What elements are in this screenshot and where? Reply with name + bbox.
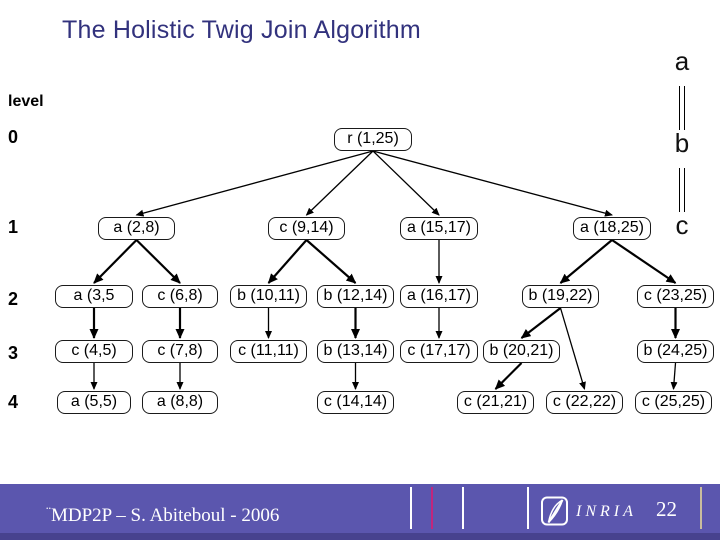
level-axis-label: level (8, 93, 44, 110)
tree-node-a1617: a (16,17) (400, 285, 478, 308)
footer-credit: ¨MDP2P – S. Abiteboul - 2006 (46, 505, 279, 527)
tree-node-c45: c (4,5) (55, 340, 133, 363)
level-tick-1: 1 (8, 217, 19, 237)
tree-edge-b2425-c2525 (670, 362, 678, 390)
level-tick-3: 3 (8, 343, 19, 363)
inria-logo-icon (540, 495, 570, 532)
tree-edge-a1825-b1922 (559, 239, 613, 284)
footer-divider-4 (700, 487, 702, 529)
tree-edge-b1922-c2222 (559, 307, 586, 390)
inria-wordmark: INRIA (576, 503, 637, 520)
tree-node-c2525: c (25,25) (635, 391, 712, 414)
footer-bar-shadow (0, 533, 720, 540)
tree-node-c1717: c (17,17) (400, 340, 478, 363)
page-number: 22 (656, 497, 677, 521)
tree-node-a88: a (8,8) (142, 391, 218, 414)
tree-node-b2425: b (24,25) (637, 340, 714, 363)
query-node-b: b (674, 128, 690, 158)
tree-node-c914: c (9,14) (268, 217, 345, 240)
footer-divider-0 (410, 487, 412, 529)
level-tick-2: 2 (8, 289, 19, 309)
footer-bar (0, 484, 720, 540)
tree-node-b1011: b (10,11) (230, 285, 307, 308)
footer-divider-2 (462, 487, 464, 529)
descendant-edge-icon (679, 168, 685, 212)
tree-edge-r-a1825 (372, 150, 613, 217)
query-node-c: c (675, 210, 689, 240)
tree-edge-r-c914 (305, 150, 374, 216)
footer-divider-1 (431, 487, 433, 529)
query-node-a: a (674, 46, 690, 76)
tree-node-a35: a (3,5 (55, 285, 133, 308)
footer-divider-3 (527, 487, 529, 529)
tree-node-r: r (1,25) (334, 128, 412, 151)
tree-edge-r-a28 (135, 150, 374, 217)
tree-node-c2325: c (23,25) (637, 285, 714, 308)
tree-edge-r-a1517 (372, 150, 440, 216)
tree-edge-b1922-b2021 (520, 307, 562, 339)
tree-node-c68: c (6,8) (142, 285, 218, 308)
tree-node-c2222: c (22,22) (546, 391, 623, 414)
tree-node-a55: a (5,5) (57, 391, 131, 414)
level-tick-4: 4 (8, 392, 19, 412)
tree-edge-b2021-c2121 (494, 362, 523, 390)
tree-node-c78: c (7,8) (142, 340, 218, 363)
tree-edge-a1825-c2325 (611, 239, 677, 284)
slide-title: The Holistic Twig Join Algorithm (62, 16, 421, 44)
descendant-edge-icon (679, 86, 685, 130)
tree-node-c2121: c (21,21) (457, 391, 534, 414)
tree-edge-a28-a35 (93, 239, 138, 284)
tree-node-a1517: a (15,17) (400, 217, 478, 240)
tree-node-a28: a (2,8) (98, 217, 175, 240)
tree-node-c1111: c (11,11) (230, 340, 307, 363)
tree-node-b1922: b (19,22) (522, 285, 599, 308)
tree-edge-c914-b1214 (305, 239, 357, 284)
tree-node-c1414: c (14,14) (317, 391, 394, 414)
credit-quote-mark: ¨ (46, 505, 51, 521)
credit-text: MDP2P – S. Abiteboul - 2006 (51, 505, 280, 526)
tree-node-a1825: a (18,25) (573, 217, 651, 240)
level-tick-0: 0 (8, 127, 19, 147)
tree-node-b1314: b (13,14) (317, 340, 394, 363)
tree-edge-a28-c68 (135, 239, 181, 284)
tree-node-b1214: b (12,14) (317, 285, 394, 308)
tree-edge-c914-b1011 (267, 239, 308, 284)
tree-node-b2021: b (20,21) (483, 340, 560, 363)
